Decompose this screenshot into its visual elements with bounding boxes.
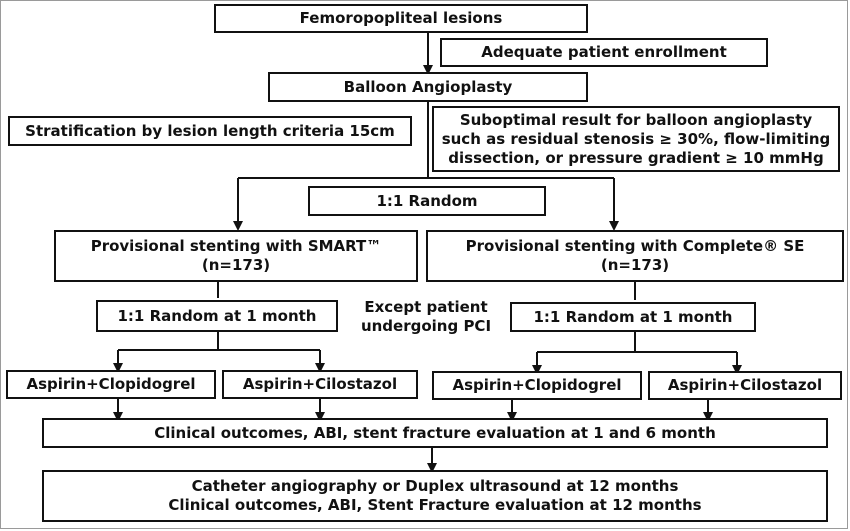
suboptimal-result-box: Suboptimal result for balloon angioplast… bbox=[432, 106, 840, 172]
smart-n: (n=173) bbox=[201, 256, 271, 274]
final-12-month-box: Catheter angiography or Duplex ultrasoun… bbox=[42, 470, 828, 522]
random-box: 1:1 Random bbox=[308, 186, 546, 216]
femoropopliteal-lesions-box: Femoropopliteal lesions bbox=[214, 4, 588, 33]
suboptimal-line-3: dissection, or pressure gradient ≥ 10 mm… bbox=[448, 148, 824, 167]
except-pci-note: Except patient undergoing PCI bbox=[350, 294, 502, 340]
complete-title: Provisional stenting with Complete® SE bbox=[465, 237, 805, 255]
random-month-left-box: 1:1 Random at 1 month bbox=[96, 300, 338, 332]
aspirin-cilostazol-right-box: Aspirin+Cilostazol bbox=[648, 371, 842, 400]
except-line-2: undergoing PCI bbox=[360, 317, 492, 335]
suboptimal-line-1: Suboptimal result for balloon angioplast… bbox=[459, 110, 813, 129]
suboptimal-line-2: such as residual stenosis ≥ 30%, flow-li… bbox=[441, 129, 831, 148]
final-line-1: Catheter angiography or Duplex ultrasoun… bbox=[191, 477, 679, 495]
smart-title: Provisional stenting with SMART™ bbox=[90, 237, 382, 255]
except-line-1: Except patient bbox=[364, 298, 488, 316]
random-month-right-box: 1:1 Random at 1 month bbox=[510, 302, 756, 332]
smart-stenting-box: Provisional stenting with SMART™ (n=173) bbox=[54, 230, 418, 282]
outcomes-6-month-box: Clinical outcomes, ABI, stent fracture e… bbox=[42, 418, 828, 448]
final-line-2: Clinical outcomes, ABI, Stent Fracture e… bbox=[168, 496, 702, 514]
complete-n: (n=173) bbox=[600, 256, 670, 274]
aspirin-clopidogrel-right-box: Aspirin+Clopidogrel bbox=[432, 371, 642, 400]
adequate-enrollment-box: Adequate patient enrollment bbox=[440, 38, 768, 67]
complete-stenting-box: Provisional stenting with Complete® SE (… bbox=[426, 230, 844, 282]
aspirin-clopidogrel-left-box: Aspirin+Clopidogrel bbox=[6, 370, 216, 399]
stratification-box: Stratification by lesion length criteria… bbox=[8, 116, 412, 146]
balloon-angioplasty-box: Balloon Angioplasty bbox=[268, 72, 588, 102]
aspirin-cilostazol-left-box: Aspirin+Cilostazol bbox=[222, 370, 418, 399]
